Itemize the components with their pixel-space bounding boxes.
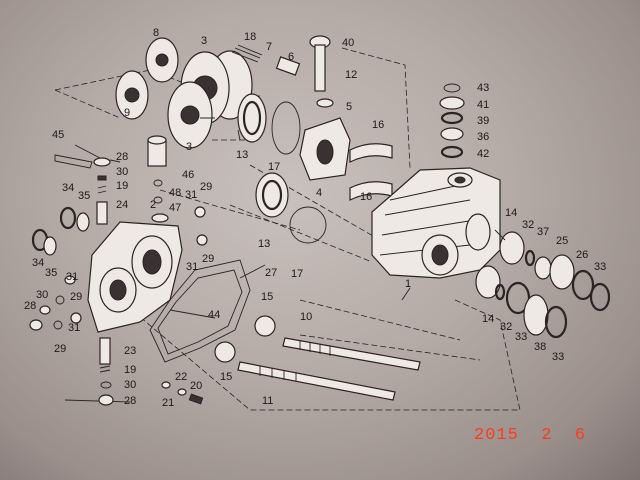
part-label-p13b: 13	[258, 238, 270, 250]
part-label-p28a: 28	[116, 151, 128, 163]
part-label-p7: 7	[266, 41, 272, 53]
part-label-p19a: 19	[116, 180, 128, 192]
part-label-p19b: 19	[124, 364, 136, 376]
left-valve-stack	[93, 157, 111, 225]
part-label-p27: 27	[265, 267, 277, 279]
part-label-p41: 41	[477, 99, 489, 111]
part-label-p32b: 32	[500, 321, 512, 333]
part-label-p2: 2	[150, 199, 156, 211]
part-label-p37: 37	[537, 226, 549, 238]
pump-cover-plate	[115, 37, 179, 120]
part-label-p43: 43	[477, 82, 489, 94]
part-label-p3a: 3	[201, 35, 207, 47]
part-label-p5: 5	[346, 101, 352, 113]
part-label-p4: 4	[316, 187, 322, 199]
part-label-p22: 22	[175, 371, 187, 383]
part-label-p31d: 31	[68, 322, 80, 334]
bolt-45	[54, 154, 93, 169]
spring-and-pin	[231, 44, 301, 76]
part-label-p30c: 30	[124, 379, 136, 391]
part-label-p30b: 30	[36, 289, 48, 301]
part-label-p23: 23	[124, 345, 136, 357]
part-label-p33a: 33	[594, 261, 606, 273]
part-label-p45: 45	[52, 129, 64, 141]
right-stack-parts-43-42	[439, 83, 465, 159]
part-label-p17a: 17	[268, 161, 280, 173]
left-seals	[31, 206, 90, 256]
part-label-p14b: 14	[482, 313, 494, 325]
part-label-p28b: 28	[24, 300, 36, 312]
part-label-p30a: 30	[116, 166, 128, 178]
part-label-p20: 20	[190, 380, 202, 392]
part-label-p29d: 29	[54, 343, 66, 355]
part-label-p14a: 14	[505, 207, 517, 219]
pump-cylinder-block	[167, 50, 253, 149]
part-label-p24: 24	[116, 199, 128, 211]
part-label-p38: 38	[534, 341, 546, 353]
part-label-p31c: 31	[66, 271, 78, 283]
gasket-27	[149, 259, 251, 363]
part-label-p16a: 16	[372, 119, 384, 131]
part-label-p1: 1	[405, 278, 411, 290]
part-label-p15a: 15	[261, 291, 273, 303]
part-label-p36: 36	[477, 131, 489, 143]
trunnion-shaft	[309, 35, 334, 108]
part-label-p28c: 28	[124, 395, 136, 407]
part-label-p34b: 34	[32, 257, 44, 269]
part-label-p17b: 17	[291, 268, 303, 280]
date-stamp: 2015 2 6	[474, 426, 587, 445]
small-hardware-left	[29, 206, 208, 331]
part-label-p35a: 35	[78, 190, 90, 202]
part-label-p34a: 34	[62, 182, 74, 194]
part-label-p44: 44	[208, 309, 220, 321]
part-label-p25: 25	[556, 235, 568, 247]
bearings-13-17-upper	[237, 93, 301, 155]
part-label-p16b: 16	[360, 191, 372, 203]
part-label-p42: 42	[477, 148, 489, 160]
part-label-p33c: 33	[552, 351, 564, 363]
part-label-p3b: 3	[186, 141, 192, 153]
part-label-p15b: 15	[220, 371, 232, 383]
part-label-p18: 18	[244, 31, 256, 43]
part-label-p9: 9	[124, 107, 130, 119]
part-label-p29a: 29	[200, 181, 212, 193]
part-label-p32a: 32	[522, 219, 534, 231]
swashplate	[299, 117, 351, 181]
right-bearing-series	[475, 231, 611, 339]
shaft-11	[237, 361, 396, 401]
bushings-15	[214, 315, 276, 363]
shaft-10	[282, 337, 421, 371]
relief-valve-46	[147, 135, 167, 204]
part-label-p13a: 13	[236, 149, 248, 161]
part-label-p26: 26	[576, 249, 588, 261]
part-label-p21: 21	[162, 397, 174, 409]
part-label-p31b: 31	[186, 261, 198, 273]
part-label-p29b: 29	[202, 253, 214, 265]
part-label-p40: 40	[342, 37, 354, 49]
part-label-p11: 11	[262, 395, 273, 407]
part-label-p46: 46	[182, 169, 194, 181]
assembly-guide-lines	[54, 47, 521, 411]
part-label-p33b: 33	[515, 331, 527, 343]
part-label-p31a: 31	[185, 189, 197, 201]
part-label-p47: 47	[169, 202, 181, 214]
part-label-p29c: 29	[70, 291, 82, 303]
part-label-p39: 39	[477, 115, 489, 127]
small-parts-20-22	[161, 381, 204, 405]
part-label-p48: 48	[169, 187, 181, 199]
part-label-p6: 6	[288, 51, 294, 63]
part-label-p35b: 35	[45, 267, 57, 279]
part-label-p8: 8	[153, 27, 159, 39]
lower-valve-stack	[98, 337, 114, 406]
bearings-13-17-lower	[255, 172, 327, 244]
part-label-p12: 12	[345, 69, 357, 81]
part-label-p10: 10	[300, 311, 312, 323]
transaxle-housing	[371, 167, 501, 279]
leader-lines	[74, 117, 506, 319]
thrust-plates-16	[349, 143, 393, 201]
